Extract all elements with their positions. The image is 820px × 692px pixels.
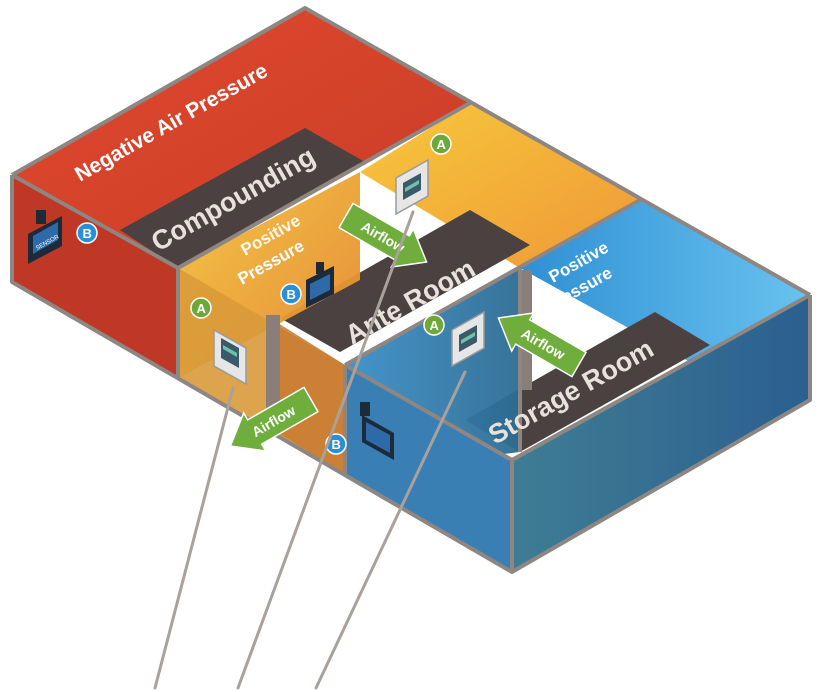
monitor-panel-storage bbox=[451, 310, 485, 368]
svg-text:A: A bbox=[430, 318, 440, 333]
leader-line-storage bbox=[314, 370, 467, 690]
badge-b-negative: B bbox=[76, 222, 98, 244]
svg-text:B: B bbox=[287, 287, 296, 302]
ante-room-back-wall bbox=[360, 103, 640, 268]
storage-room-left-wall bbox=[345, 365, 512, 572]
svg-text:A: A bbox=[437, 137, 447, 152]
wall-edges bbox=[10, 6, 812, 574]
storage-room-floor bbox=[465, 312, 710, 452]
sensor-device-storage bbox=[360, 402, 394, 460]
svg-text:B: B bbox=[83, 226, 92, 241]
negative-room-back-wall bbox=[12, 8, 470, 268]
monitor-panel-ante bbox=[213, 328, 247, 386]
badge-a-storage: A bbox=[423, 314, 445, 336]
storage-room-bottom-wall bbox=[512, 295, 810, 572]
leader-lines bbox=[153, 210, 467, 690]
ante-door-frame bbox=[266, 315, 280, 425]
badge-b-ante: B bbox=[280, 283, 302, 305]
svg-text:B: B bbox=[332, 437, 341, 452]
sensor-device-negative: SENSOR bbox=[28, 210, 62, 264]
badge-a-ante: A bbox=[190, 297, 212, 319]
ante-room-floor bbox=[280, 210, 530, 352]
badge-a-compounding: A bbox=[430, 133, 452, 155]
sensor-device-ante bbox=[306, 262, 334, 308]
svg-text:A: A bbox=[197, 301, 207, 316]
compounding-floor bbox=[120, 128, 365, 268]
leader-line-ante bbox=[153, 386, 235, 690]
storage-room-back-wall bbox=[520, 200, 810, 362]
monitor-panel-compounding bbox=[395, 158, 429, 216]
leader-line-compounding bbox=[236, 210, 415, 690]
